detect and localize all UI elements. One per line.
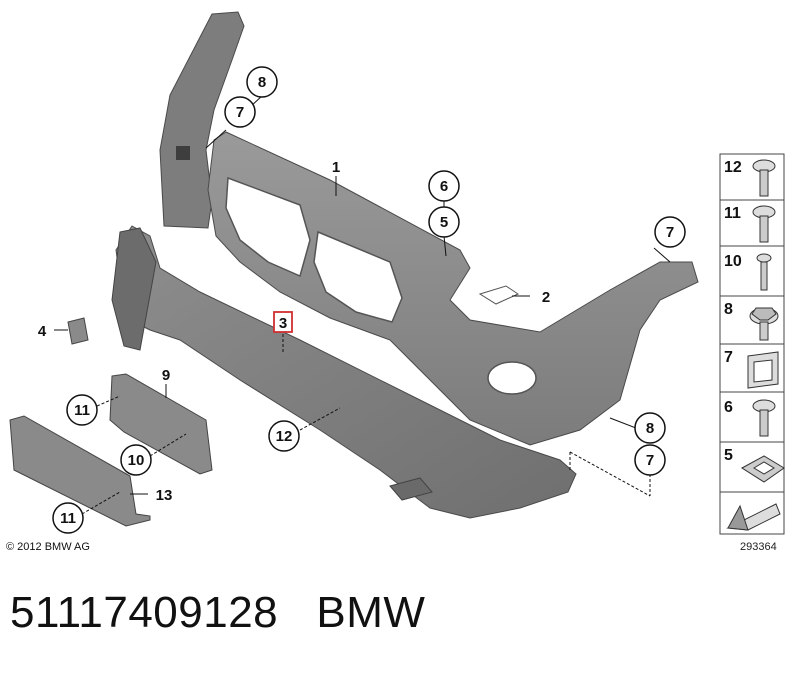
grille-opening-left (225, 176, 311, 278)
fastener-legend: 12 11 10 8 7 6 5 (719, 153, 785, 535)
callout-4: 4 (38, 323, 47, 340)
svg-text:10: 10 (128, 452, 145, 469)
svg-text:12: 12 (276, 428, 293, 445)
callout-11-b: 11 (52, 502, 84, 534)
lower-trim-tab (389, 477, 433, 501)
fog-lamp-opening (487, 361, 537, 395)
bracket-part-13 (9, 415, 151, 527)
callout-10: 10 (120, 444, 152, 476)
svg-text:7: 7 (646, 452, 654, 469)
callout-1: 1 (332, 159, 340, 176)
spring-nut-icon (747, 351, 779, 389)
svg-text:5: 5 (440, 214, 448, 231)
lower-trim-end (111, 227, 157, 351)
svg-text:3: 3 (279, 315, 287, 332)
callout-5: 5 (428, 206, 460, 238)
fender-bracket-part (159, 11, 245, 229)
svg-text:7: 7 (666, 224, 674, 241)
legend-label-8: 8 (724, 301, 733, 318)
callout-3-highlighted: 3 (273, 311, 293, 333)
callout-11-a: 11 (66, 394, 98, 426)
brand-name: BMW (316, 588, 426, 637)
rivet-icon (756, 253, 772, 291)
callout-7-right: 7 (654, 216, 686, 248)
legend-label-12: 12 (724, 159, 742, 176)
svg-text:7: 7 (236, 104, 244, 121)
torx-screw-icon (752, 205, 776, 243)
fender-bracket-slot (176, 146, 190, 160)
legend-label-10: 10 (724, 253, 742, 270)
square-grommet-icon (741, 455, 785, 483)
part-number: 51117409128 (10, 588, 279, 637)
bracket-part-9 (109, 373, 213, 475)
callout-8-top: 8 (246, 66, 278, 98)
callout-8-bottom: 8 (634, 412, 666, 444)
legend-label-6: 6 (724, 399, 733, 416)
callout-7-top: 7 (224, 96, 256, 128)
callout-12: 12 (268, 420, 300, 452)
clip-part (67, 317, 89, 345)
hex-screw-washer-icon (749, 307, 779, 341)
svg-text:8: 8 (258, 74, 266, 91)
svg-text:8: 8 (646, 420, 654, 437)
bumper-trim-part (207, 131, 699, 446)
diagram-number: 293364 (740, 541, 777, 553)
grille-opening-right (313, 230, 403, 323)
svg-text:11: 11 (74, 402, 90, 419)
cover-cap-part (478, 285, 520, 305)
svg-text:6: 6 (440, 178, 448, 195)
torx-screw-icon (752, 399, 776, 437)
legend-label-11: 11 (724, 205, 741, 222)
direction-arrow-icon (726, 503, 781, 531)
footer-caption: 51117409128 BMW (10, 588, 425, 638)
copyright-text: © 2012 BMW AG (6, 541, 90, 553)
callout-7-bottom: 7 (634, 444, 666, 476)
torx-screw-icon (752, 159, 776, 197)
callout-13: 13 (156, 487, 173, 504)
callout-9: 9 (162, 367, 170, 384)
legend-label-7: 7 (724, 349, 733, 366)
legend-label-5: 5 (724, 447, 733, 464)
svg-text:11: 11 (60, 510, 76, 527)
callout-2: 2 (542, 289, 550, 306)
callout-6: 6 (428, 170, 460, 202)
